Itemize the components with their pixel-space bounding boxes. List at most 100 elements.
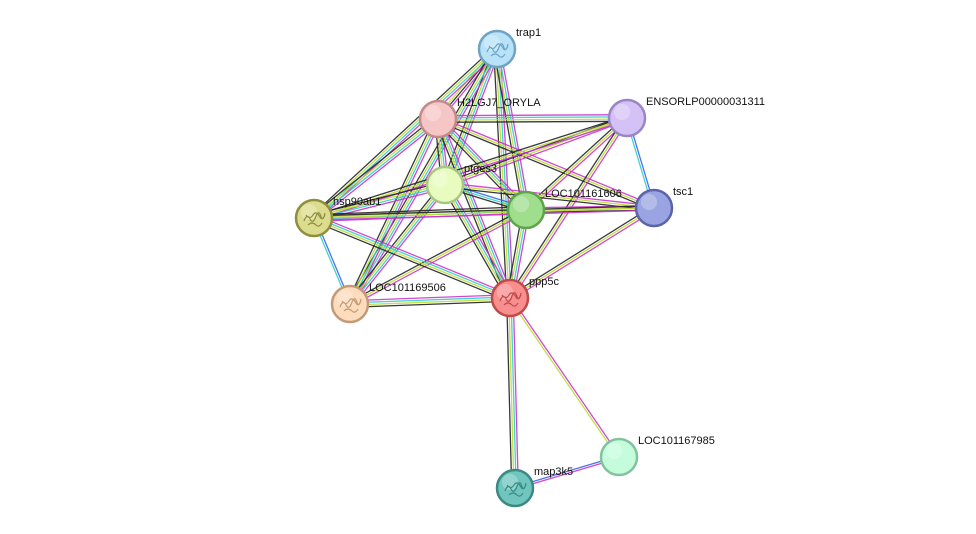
edge-evidence-line bbox=[437, 118, 655, 209]
node-loc101167985[interactable]: LOC101167985 bbox=[599, 435, 715, 477]
edge-evidence-line bbox=[313, 115, 627, 217]
edge-evidence-line bbox=[311, 115, 437, 216]
protein-structure-icon bbox=[504, 482, 527, 497]
edge-evidence-line bbox=[313, 206, 526, 216]
edge-evidence-line bbox=[447, 183, 514, 297]
edge-evidence-line bbox=[445, 182, 655, 207]
edge-evidence-line bbox=[438, 116, 656, 207]
edge-ppp5c-map3k5[interactable] bbox=[506, 297, 519, 489]
node-loc101161606[interactable]: LOC101161606 bbox=[506, 188, 622, 230]
edge-evidence-line bbox=[510, 297, 517, 488]
edge-evidence-line bbox=[497, 48, 512, 298]
node-trap1[interactable]: trap1 bbox=[477, 27, 541, 69]
edge-evidence-line bbox=[313, 205, 654, 217]
protein-structure-icon bbox=[486, 43, 509, 58]
edge-evidence-line bbox=[510, 297, 621, 457]
edge-evidence-line bbox=[315, 50, 500, 221]
edge-evidence-line bbox=[352, 50, 501, 306]
edge-evidence-line bbox=[350, 211, 528, 307]
node-circle[interactable] bbox=[634, 188, 674, 228]
edge-evidence-line bbox=[440, 117, 514, 298]
edge-ptges3-loc101169506[interactable] bbox=[346, 182, 449, 307]
edge-evidence-line bbox=[445, 119, 628, 188]
edge-evidence-line bbox=[493, 49, 524, 211]
edge-evidence-line bbox=[313, 218, 510, 300]
edge-evidence-line bbox=[444, 117, 628, 186]
node-circle[interactable] bbox=[490, 278, 530, 318]
node-circle[interactable] bbox=[599, 437, 639, 477]
node-hsp90ab1[interactable]: hsp90ab1 bbox=[294, 196, 381, 238]
edge-ptges3-ppp5c[interactable] bbox=[441, 183, 514, 300]
node-highlight bbox=[496, 283, 514, 301]
node-circle[interactable] bbox=[425, 165, 465, 205]
node-ppp5c[interactable]: ppp5c bbox=[490, 276, 559, 318]
edge-evidence-line bbox=[312, 117, 438, 218]
edge-evidence-line bbox=[509, 207, 655, 299]
edge-evidence-line bbox=[349, 209, 527, 305]
node-tsc1[interactable]: tsc1 bbox=[634, 186, 693, 228]
edge-evidence-line bbox=[315, 214, 512, 296]
edge-evidence-line bbox=[348, 207, 526, 303]
edge-evidence-line bbox=[438, 118, 628, 121]
edge-evidence-line bbox=[312, 47, 497, 218]
edge-evidence-line bbox=[499, 48, 530, 210]
edge-evidence-line bbox=[445, 184, 512, 298]
edge-tsc1-ppp5c[interactable] bbox=[508, 205, 656, 301]
edge-evidence-line bbox=[349, 294, 510, 302]
edge-tsc1-hsp90ab1[interactable] bbox=[313, 205, 655, 221]
edge-trap1-loc101161606[interactable] bbox=[493, 48, 530, 211]
edge-evidence-line bbox=[313, 181, 445, 216]
edge-ppp5c-loc101167985[interactable] bbox=[508, 297, 621, 458]
node-circle[interactable] bbox=[477, 29, 517, 69]
edge-evidence-line bbox=[346, 117, 436, 303]
edge-loc101161606-loc101169506[interactable] bbox=[348, 207, 528, 307]
edge-evidence-line bbox=[438, 120, 628, 123]
node-circle[interactable] bbox=[330, 284, 370, 324]
edge-evidence-line bbox=[493, 49, 508, 299]
edge-evidence-line bbox=[506, 298, 513, 489]
edge-evidence-line bbox=[348, 118, 438, 304]
node-label: ptges3 bbox=[464, 163, 497, 175]
edge-trap1-hsp90ab1[interactable] bbox=[311, 46, 500, 221]
edge-h2lgj7-tsc1[interactable] bbox=[436, 116, 656, 211]
node-highlight bbox=[613, 103, 631, 121]
node-highlight bbox=[431, 170, 449, 188]
edge-evidence-line bbox=[311, 46, 496, 217]
node-highlight bbox=[640, 193, 658, 211]
edge-evidence-line bbox=[495, 49, 510, 299]
node-map3k5[interactable]: map3k5 bbox=[495, 466, 573, 508]
edge-evidence-line bbox=[314, 209, 655, 221]
edge-evidence-line bbox=[349, 296, 510, 304]
node-ensorlp[interactable]: ENSORLP00000031311 bbox=[607, 96, 765, 138]
protein-structure-icon bbox=[339, 298, 362, 313]
edge-evidence-line bbox=[314, 216, 511, 298]
edge-evidence-line bbox=[313, 183, 445, 218]
node-loc101169506[interactable]: LOC101169506 bbox=[330, 282, 446, 324]
edge-h2lgj7-ensorlp[interactable] bbox=[437, 114, 628, 123]
edge-evidence-line bbox=[350, 49, 499, 305]
node-h2lgj7[interactable]: H2LGJ7_ORYLA bbox=[418, 97, 541, 139]
edge-h2lgj7-hsp90ab1[interactable] bbox=[311, 115, 441, 222]
edge-evidence-line bbox=[525, 117, 628, 211]
node-circle[interactable] bbox=[607, 98, 647, 138]
node-circle[interactable] bbox=[418, 99, 458, 139]
edge-evidence-line bbox=[348, 183, 445, 304]
edge-evidence-line bbox=[508, 298, 515, 489]
edge-evidence-line bbox=[350, 298, 511, 306]
node-highlight bbox=[483, 34, 501, 52]
edge-evidence-line bbox=[508, 205, 654, 297]
node-ptges3[interactable]: ptges3 bbox=[425, 163, 497, 205]
edge-evidence-line bbox=[314, 119, 440, 220]
edge-trap1-ppp5c[interactable] bbox=[493, 48, 514, 299]
protein-structure-icon bbox=[499, 292, 522, 307]
node-label: hsp90ab1 bbox=[333, 196, 381, 208]
node-circle[interactable] bbox=[294, 198, 334, 238]
edge-loc101169506-ppp5c[interactable] bbox=[349, 294, 511, 308]
node-label: ppp5c bbox=[529, 276, 559, 288]
edge-evidence-line bbox=[497, 48, 528, 210]
node-circle[interactable] bbox=[495, 468, 535, 508]
edge-hsp90ab1-ppp5c[interactable] bbox=[312, 214, 512, 302]
node-highlight bbox=[605, 442, 623, 460]
node-circle[interactable] bbox=[506, 190, 546, 230]
edge-evidence-line bbox=[313, 207, 655, 219]
